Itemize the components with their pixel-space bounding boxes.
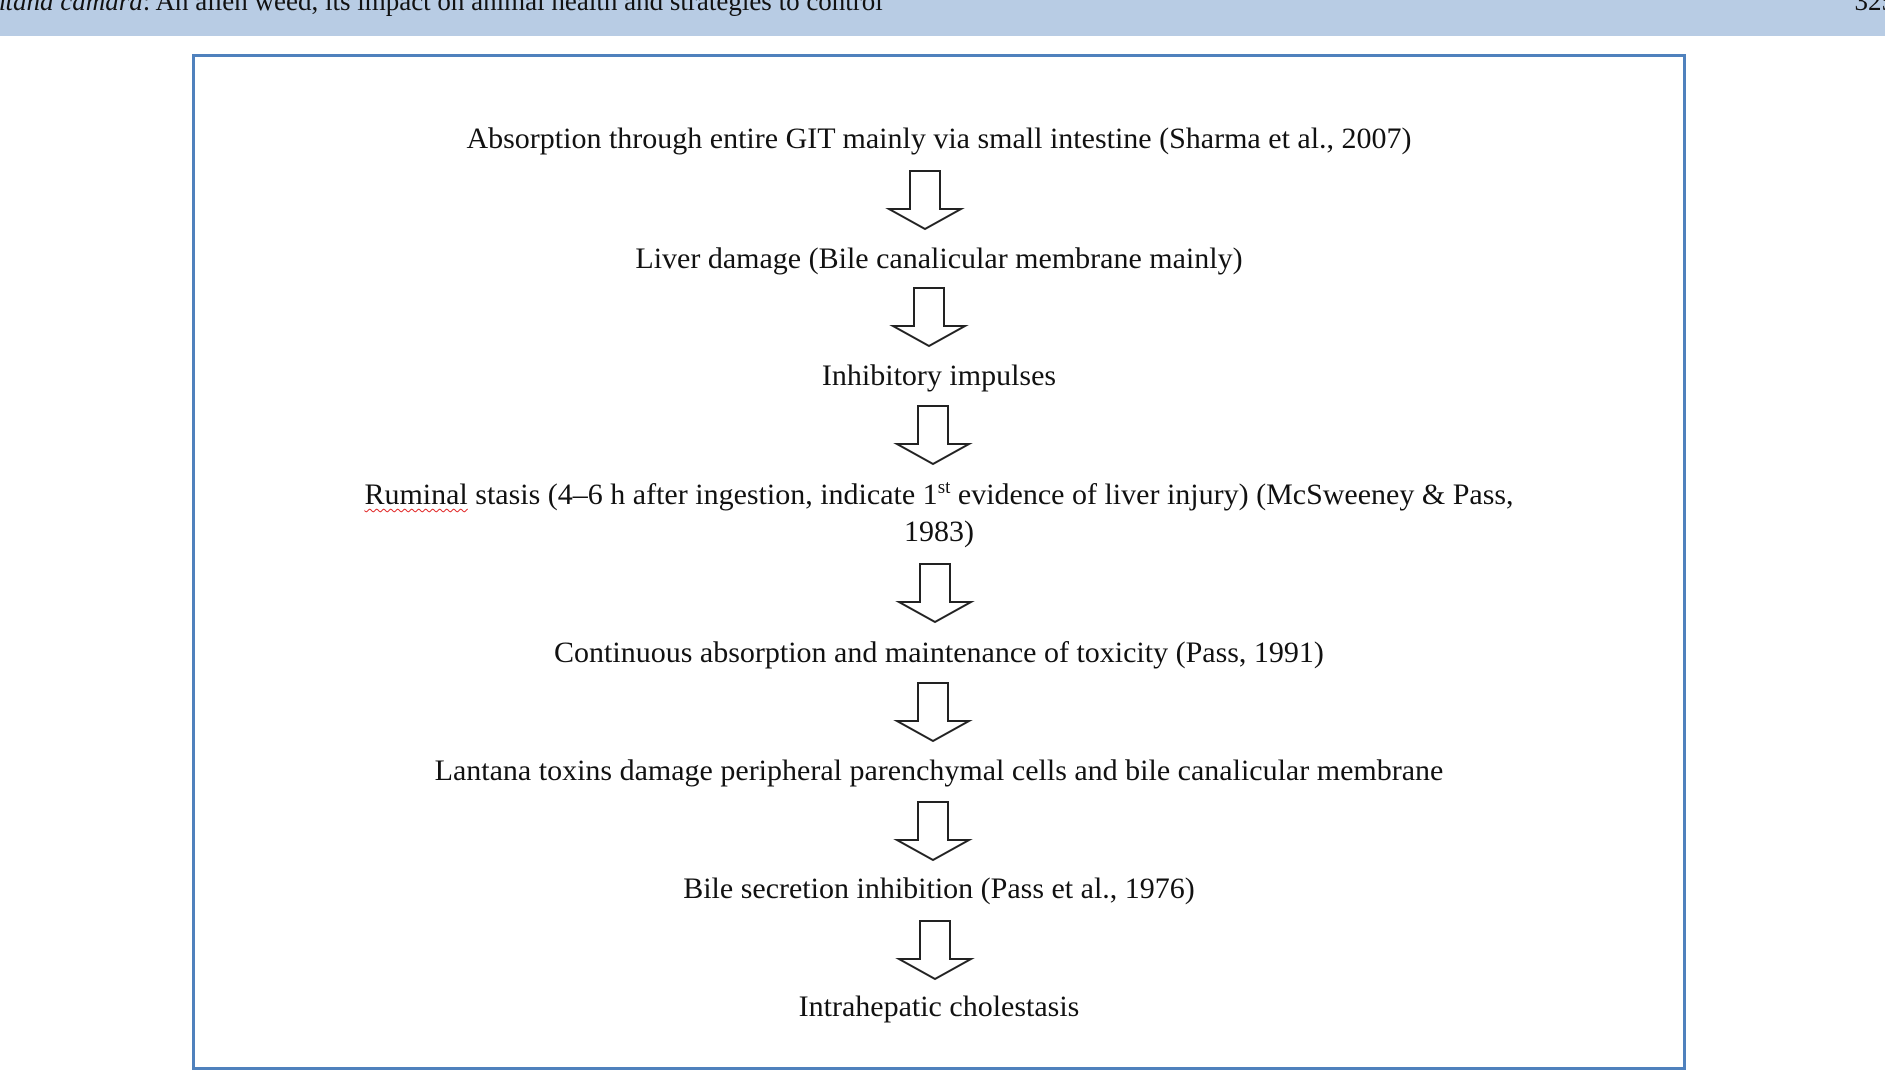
flow-step-5: Continuous absorption and maintenance of… <box>554 636 1324 669</box>
step-4-text: stasis (4–6 h after ingestion, indicate … <box>467 478 938 511</box>
flow-step-2: Liver damage (Bile canalicular membrane … <box>635 242 1243 275</box>
spellcheck-word: Ruminal <box>364 478 468 511</box>
running-header: ntana camara: An alien weed, its impact … <box>0 0 1885 36</box>
down-arrow-icon <box>893 682 973 743</box>
down-arrow-icon <box>885 170 965 231</box>
down-arrow-icon <box>895 920 975 981</box>
flow-step-1: Absorption through entire GIT mainly via… <box>466 122 1412 155</box>
flow-step-4-line2: 1983) <box>904 515 974 548</box>
flowchart-box: Absorption through entire GIT mainly via… <box>192 54 1686 1070</box>
flow-step-8: Intrahepatic cholestasis <box>798 990 1080 1023</box>
header-title-italic: ntana camara <box>0 0 143 16</box>
down-arrow-icon <box>889 287 969 348</box>
flow-step-7: Bile secretion inhibition (Pass et al., … <box>683 872 1195 905</box>
down-arrow-icon <box>895 563 975 624</box>
down-arrow-icon <box>893 405 973 466</box>
flow-step-6: Lantana toxins damage peripheral parench… <box>434 754 1444 787</box>
header-title: ntana camara: An alien weed, its impact … <box>0 0 883 17</box>
superscript: st <box>937 477 951 498</box>
flow-step-4: Ruminal stasis (4–6 h after ingestion, i… <box>195 477 1683 513</box>
down-arrow-icon <box>893 801 973 862</box>
step-4-text-cont: evidence of liver injury) (McSweeney & P… <box>950 478 1514 511</box>
header-title-rest: : An alien weed, its impact on animal he… <box>142 0 883 16</box>
flow-step-3: Inhibitory impulses <box>821 359 1057 392</box>
page-number: 325 <box>1854 0 1885 16</box>
